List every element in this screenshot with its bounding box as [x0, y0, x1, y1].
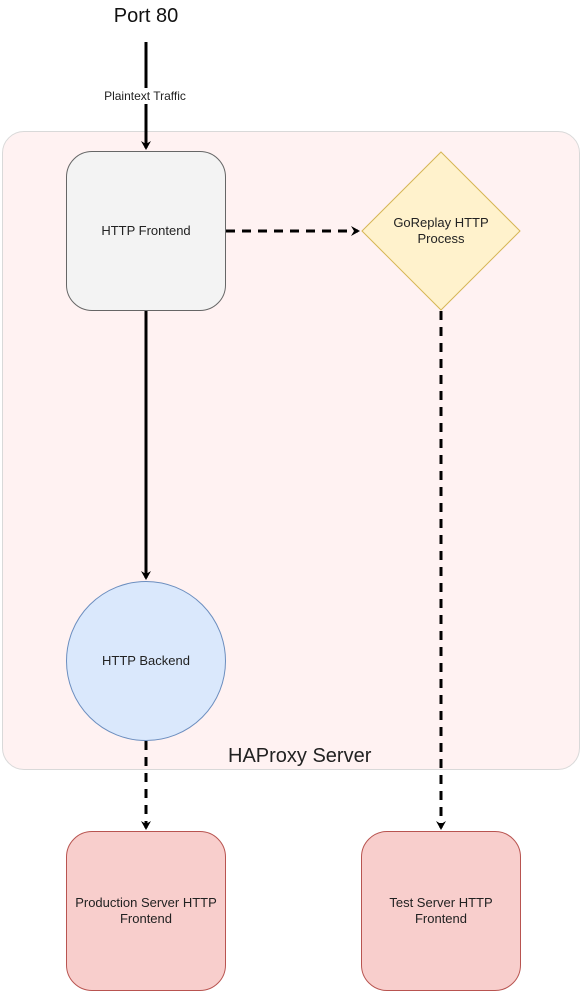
test-server-node: Test Server HTTP Frontend: [361, 831, 521, 991]
http-frontend-node: HTTP Frontend: [66, 151, 226, 311]
http-frontend-label: HTTP Frontend: [101, 223, 191, 238]
production-server-label: Production Server HTTP Frontend: [75, 895, 217, 926]
port-label: Port 80: [113, 5, 179, 27]
haproxy-server-label: HAProxy Server: [228, 745, 372, 767]
goreplay-node: GoReplay HTTP Process: [361, 151, 521, 311]
production-server-node: Production Server HTTP Frontend: [66, 831, 226, 991]
http-backend-node: HTTP Backend: [66, 581, 226, 741]
test-server-label: Test Server HTTP Frontend: [389, 895, 493, 926]
goreplay-label: GoReplay HTTP Process: [393, 215, 489, 246]
plaintext-traffic-label: Plaintext Traffic: [90, 88, 200, 104]
goreplay-diamond-shape: [361, 151, 521, 311]
http-backend-label: HTTP Backend: [102, 653, 190, 668]
